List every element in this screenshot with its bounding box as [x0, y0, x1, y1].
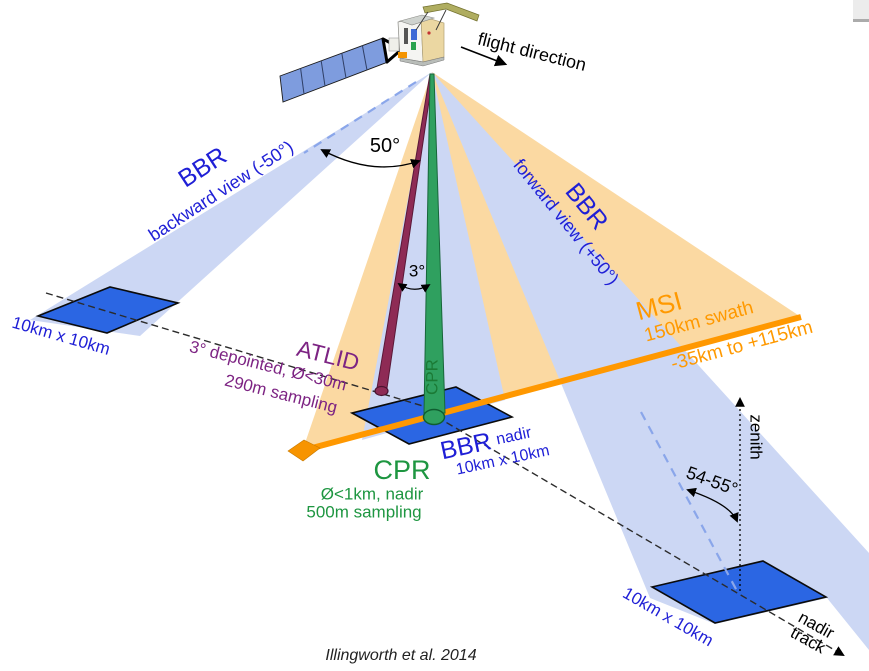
angle-54-55-arc	[686, 487, 739, 523]
depointed-track-dashed-line	[45, 292, 434, 410]
cpr-beam	[423, 73, 446, 414]
bbr-backward-beam	[30, 72, 432, 336]
scrollbar-corner[interactable]	[853, 0, 869, 19]
cpr-detail-2: 500m sampling	[306, 502, 422, 522]
msi-swath-line	[300, 314, 802, 454]
satellite-body-right	[420, 15, 445, 63]
figure-caption: Illingworth et al. 2014	[325, 646, 477, 664]
satellite-underside	[399, 56, 445, 67]
angle-3-label: 3°	[408, 261, 426, 281]
cpr-beam-label: CPR	[422, 359, 442, 395]
nadir-track-dashed-line	[436, 416, 845, 657]
cpr-title: CPR	[373, 455, 431, 486]
cpr-antenna-boom	[422, 2, 480, 22]
angle-3-arc	[397, 283, 431, 293]
angle-50-arc	[320, 149, 421, 169]
scrollbar-thumb[interactable]	[853, 19, 869, 22]
satellite-side-unit	[388, 37, 400, 52]
cpr-footprint-ellipse	[422, 408, 446, 426]
cpr-detail-1: Ø<1km, nadir	[320, 484, 424, 504]
satellite	[279, 2, 480, 103]
satellite-top-plate	[398, 14, 436, 26]
atlid-footprint-ellipse	[374, 385, 389, 397]
bbr-forward-beam	[432, 72, 869, 650]
msi-swath-endcap	[287, 439, 321, 462]
left-footprint	[35, 286, 181, 334]
zenith-label: zenith	[746, 414, 766, 460]
backward-view-axis	[303, 81, 417, 154]
angle-50-label: 50°	[369, 134, 401, 157]
solar-panel	[279, 37, 389, 103]
flight-direction-arrow	[460, 46, 508, 67]
